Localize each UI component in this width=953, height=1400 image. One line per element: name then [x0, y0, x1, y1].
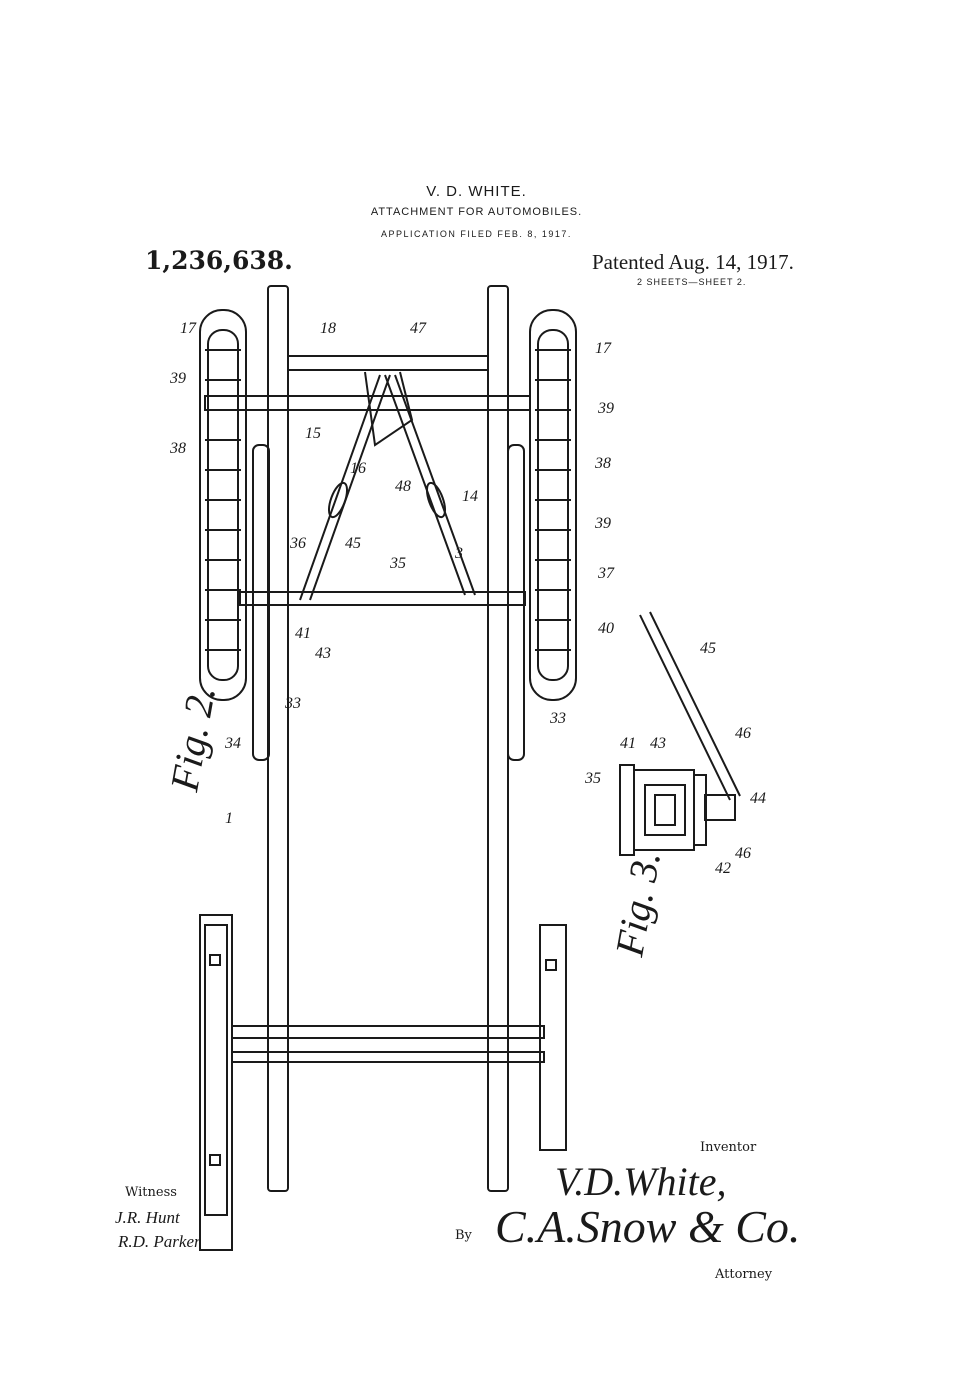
- ref-numeral: 48: [395, 478, 411, 495]
- ref-numeral: 35: [390, 555, 406, 572]
- ref-numeral: 36: [290, 535, 306, 552]
- ref-numeral: 43: [650, 735, 666, 752]
- ref-numeral: 17: [595, 340, 611, 357]
- right-frame-rail: [487, 285, 509, 1192]
- ref-numeral: 41: [295, 625, 311, 642]
- ref-numeral: 46: [735, 845, 751, 862]
- turnbuckle-right: [425, 481, 447, 519]
- attorney-label: Attorney: [715, 1267, 773, 1282]
- by-label: By: [455, 1228, 472, 1243]
- ref-numeral: 3: [455, 545, 463, 562]
- ref-numeral: 35: [585, 770, 601, 787]
- left-frame-rail: [267, 285, 289, 1192]
- ref-numeral: 45: [345, 535, 361, 552]
- ref-numeral: 14: [462, 488, 478, 505]
- bracket-16: [364, 371, 414, 447]
- application-date: APPLICATION FILED FEB. 8, 1917.: [381, 229, 572, 239]
- patent-number: 1,236,638.: [145, 246, 293, 275]
- ref-numeral: 33: [285, 695, 301, 712]
- ref-numeral: 42: [715, 860, 731, 877]
- ref-numeral: 17: [180, 320, 196, 337]
- inventor-signature: V.D.White,: [555, 1159, 727, 1204]
- ref-numeral: 38: [595, 455, 611, 472]
- ref-numeral: 16: [350, 460, 366, 477]
- ref-numeral: 34: [225, 735, 241, 752]
- patented-date: Patented Aug. 14, 1917.: [592, 250, 794, 274]
- fig3-section: [619, 611, 741, 856]
- ref-numeral: 44: [750, 790, 766, 807]
- left-front-wheel: [199, 914, 233, 1251]
- ref-numeral: 46: [735, 725, 751, 742]
- right-chain-track: [529, 309, 577, 701]
- brace-rod-left: [299, 374, 391, 601]
- ref-numeral: 39: [598, 400, 614, 417]
- ref-numeral: 38: [170, 440, 186, 457]
- witness-label: Witness: [125, 1185, 177, 1200]
- ref-numeral: 47: [410, 320, 426, 337]
- cross-member-35: [239, 591, 526, 606]
- ref-numeral: 45: [700, 640, 716, 657]
- front-axle: [231, 1051, 545, 1063]
- ref-numeral: 15: [305, 425, 321, 442]
- inventor-label: Inventor: [700, 1140, 757, 1155]
- ref-numeral: 39: [170, 370, 186, 387]
- ref-numeral: 40: [598, 620, 614, 637]
- left-chain-track: [199, 309, 247, 701]
- ref-numeral: 41: [620, 735, 636, 752]
- right-side-bar-33: [507, 444, 525, 761]
- invention-title: ATTACHMENT FOR AUTOMOBILES.: [370, 206, 583, 218]
- ref-numeral: 33: [550, 710, 566, 727]
- right-front-wheel: [539, 924, 567, 1151]
- cross-member-18: [287, 355, 489, 371]
- front-cross-member: [231, 1025, 545, 1039]
- ref-numeral: 1: [225, 810, 233, 827]
- witness-signature: J.R. Hunt: [115, 1208, 180, 1227]
- attorney-signature: C.A.Snow & Co.: [495, 1201, 801, 1252]
- ref-numeral: 43: [315, 645, 331, 662]
- left-side-bar-33: [252, 444, 270, 761]
- witness-signature: R.D. Parker: [118, 1232, 201, 1251]
- ref-numeral: 18: [320, 320, 336, 337]
- ref-numeral: 37: [598, 565, 614, 582]
- turnbuckle-left: [327, 481, 349, 519]
- sheet-count: 2 SHEETS—SHEET 2.: [637, 277, 747, 287]
- inventor-heading: V. D. WHITE.: [426, 183, 527, 200]
- ref-numeral: 39: [595, 515, 611, 532]
